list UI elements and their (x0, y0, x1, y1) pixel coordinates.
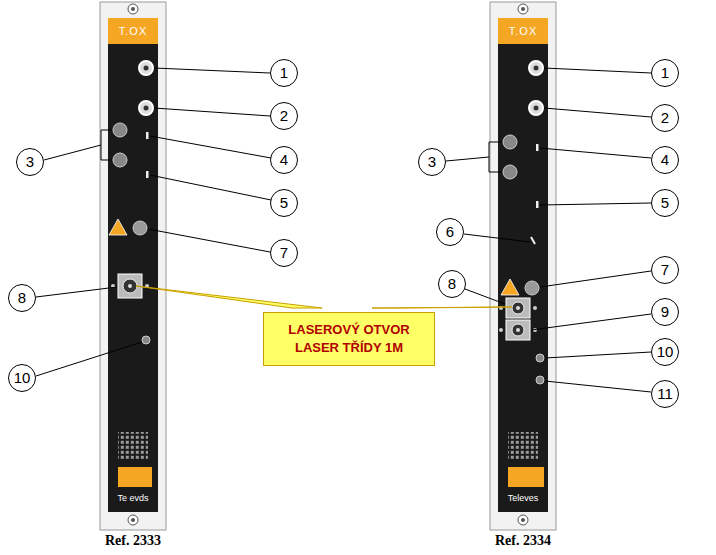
callout-number: 3 (418, 148, 446, 176)
maker-label: Televes (508, 493, 539, 503)
callout-number: 4 (651, 146, 679, 174)
maker-label: Te evds (117, 493, 148, 503)
callout-number: 6 (436, 218, 464, 246)
callout-number: 1 (270, 59, 298, 87)
leader-lines (36, 68, 651, 392)
callout-number: 2 (270, 102, 298, 130)
brand-label: T.OX (119, 25, 147, 37)
warning-box: LASEROVÝ OTVOR LASER TŘÍDY 1M (263, 312, 435, 366)
callout-number: 1 (651, 59, 679, 87)
callout-number: 4 (270, 146, 298, 174)
callout-number: 5 (651, 189, 679, 217)
callout-number: 8 (8, 284, 36, 312)
callout-number: 10 (651, 338, 679, 366)
reference-label: Ref. 2334 (495, 533, 551, 549)
warning-text: LASEROVÝ OTVOR LASER TŘÍDY 1M (274, 321, 424, 357)
callout-number: 9 (651, 298, 679, 326)
callout-number: 8 (438, 270, 466, 298)
callout-number: 11 (651, 380, 679, 408)
module-panel (100, 2, 166, 530)
callout-number: 7 (270, 239, 298, 267)
callout-number: 10 (8, 364, 36, 392)
callout-number: 7 (651, 256, 679, 284)
callout-number: 5 (270, 189, 298, 217)
callout-number: 3 (16, 148, 44, 176)
callout-number: 2 (651, 104, 679, 132)
reference-label: Ref. 2333 (105, 533, 161, 549)
brand-label: T.OX (509, 25, 537, 37)
module-panel (490, 2, 556, 530)
